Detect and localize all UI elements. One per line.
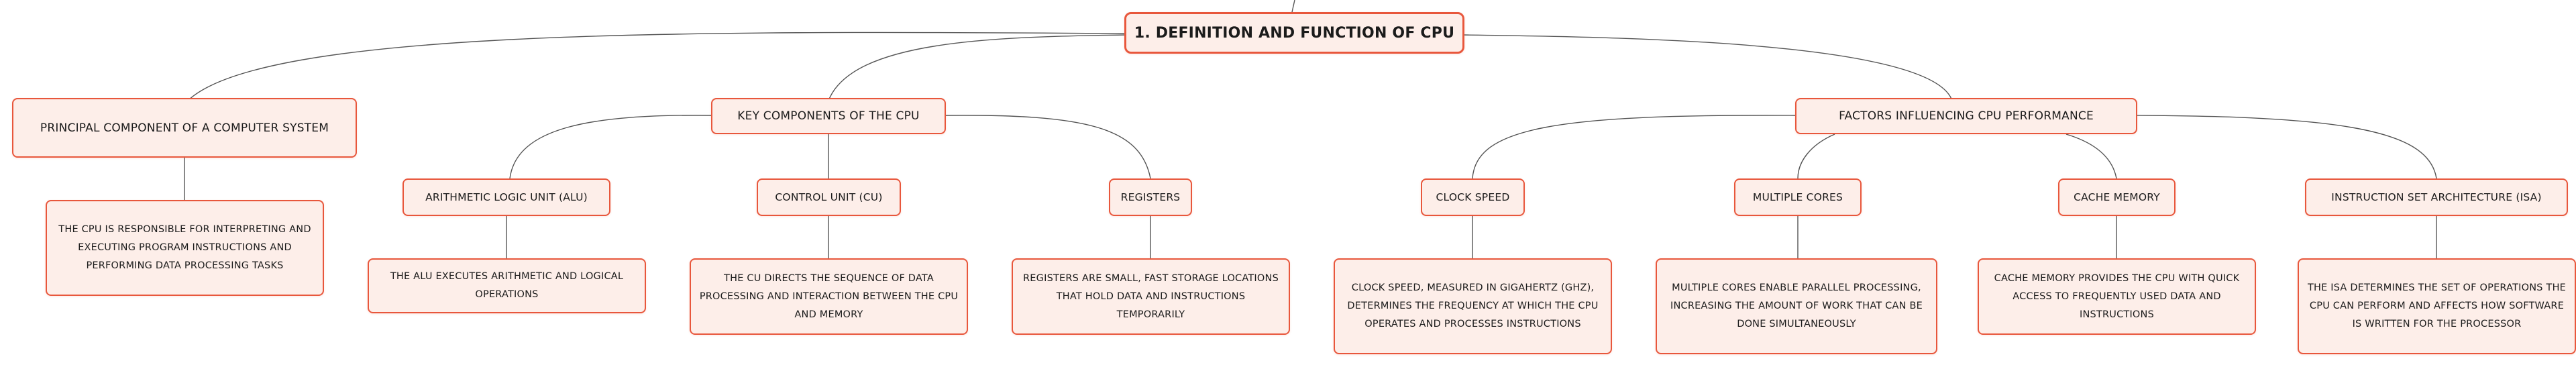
clock-speed-description-node[interactable]: CLOCK SPEED, MEASURED IN GIGAHERTZ (GHZ)… — [1334, 258, 1612, 354]
registers-node[interactable]: REGISTERS — [1109, 178, 1192, 216]
isa-description-node[interactable]: THE ISA DETERMINES THE SET OF OPERATIONS… — [2298, 258, 2576, 354]
principal-description-node[interactable]: THE CPU IS RESPONSIBLE FOR INTERPRETING … — [46, 200, 324, 296]
connector-performance-to-cores — [1797, 134, 1835, 179]
connector-root-to-performance — [1462, 34, 1953, 101]
connector-performance-to-isa — [2082, 115, 2437, 179]
principal-component-node[interactable]: PRINCIPAL COMPONENT OF A COMPUTER SYSTEM — [12, 98, 357, 158]
alu-description-node[interactable]: THE ALU EXECUTES ARITHMETIC AND LOGICAL … — [368, 258, 646, 313]
connector-parent-to-root — [1291, 0, 1295, 13]
control-unit-description-node[interactable]: THE CU DIRECTS THE SEQUENCE OF DATA PROC… — [690, 258, 968, 335]
key-components-node[interactable]: KEY COMPONENTS OF THE CPU — [711, 98, 946, 134]
multiple-cores-description-node[interactable]: MULTIPLE CORES ENABLE PARALLEL PROCESSIN… — [1656, 258, 1937, 354]
root-node[interactable]: 1. DEFINITION AND FUNCTION OF CPU — [1124, 12, 1464, 54]
performance-factors-node[interactable]: FACTORS INFLUENCING CPU PERFORMANCE — [1795, 98, 2137, 134]
cache-memory-description-node[interactable]: CACHE MEMORY PROVIDES THE CPU WITH QUICK… — [1978, 258, 2256, 335]
multiple-cores-node[interactable]: MULTIPLE CORES — [1734, 178, 1862, 216]
registers-description-node[interactable]: REGISTERS ARE SMALL, FAST STORAGE LOCATI… — [1012, 258, 1290, 335]
connector-root-to-principal — [187, 32, 1125, 101]
alu-node[interactable]: ARITHMETIC LOGIC UNIT (ALU) — [402, 178, 610, 216]
cache-memory-node[interactable]: CACHE MEMORY — [2058, 178, 2176, 216]
isa-node[interactable]: INSTRUCTION SET ARCHITECTURE (ISA) — [2305, 178, 2568, 216]
connector-root-to-key-components — [828, 34, 1128, 101]
connector-key-to-registers — [945, 115, 1151, 179]
clock-speed-node[interactable]: CLOCK SPEED — [1421, 178, 1525, 216]
control-unit-node[interactable]: CONTROL UNIT (CU) — [757, 178, 901, 216]
connector-performance-to-clock — [1472, 115, 1796, 179]
connector-performance-to-cache — [2065, 134, 2117, 179]
connector-key-to-alu — [509, 115, 712, 179]
